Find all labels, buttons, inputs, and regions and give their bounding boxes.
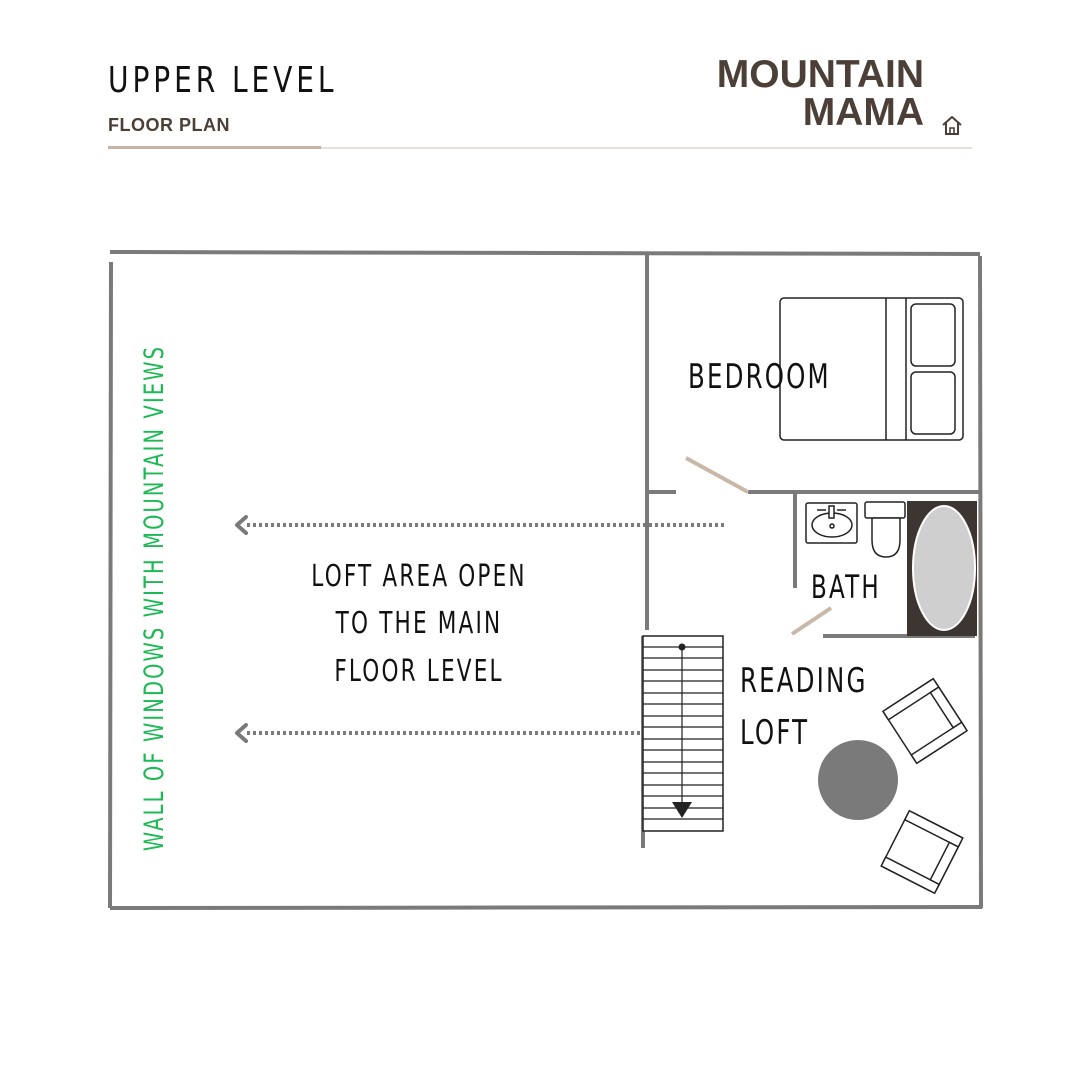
arrow-left-icon bbox=[235, 723, 248, 743]
pillow bbox=[910, 303, 956, 367]
open-loft-note-line-1: LOFT AREA OPEN bbox=[311, 560, 526, 594]
open-loft-arrow bbox=[235, 723, 640, 743]
sink bbox=[805, 502, 858, 544]
bed bbox=[779, 297, 964, 441]
header-divider bbox=[108, 147, 972, 149]
brand-line-2: MAMA bbox=[802, 91, 924, 134]
stair-down-arrow-icon bbox=[672, 802, 692, 818]
bedroom-door bbox=[685, 456, 749, 494]
doors bbox=[685, 456, 833, 636]
open-loft-note-line-3: FLOOR LEVEL bbox=[334, 655, 503, 689]
bath-door bbox=[790, 606, 833, 636]
round-table bbox=[818, 740, 898, 820]
brand-logo: MOUNTAIN MAMA bbox=[716, 53, 924, 134]
bathtub bbox=[907, 501, 977, 636]
toilet bbox=[864, 501, 906, 558]
staircase bbox=[642, 635, 724, 832]
window-wall-label: WALL OF WINDOWS WITH MOUNTAIN VIEWS bbox=[138, 345, 170, 851]
armchair bbox=[880, 809, 964, 895]
open-loft-note: LOFT AREA OPEN TO THE MAIN FLOOR LEVEL bbox=[311, 560, 526, 689]
stair-start-dot bbox=[678, 643, 686, 651]
arrow-left-icon bbox=[235, 515, 248, 535]
header-divider-accent bbox=[108, 146, 321, 149]
home-icon bbox=[942, 116, 962, 135]
page-subtitle: FLOOR PLAN bbox=[108, 115, 230, 135]
armchair bbox=[881, 677, 969, 765]
open-loft-arrow bbox=[235, 515, 724, 535]
outer-walls bbox=[108, 250, 983, 910]
open-loft-note-line-2: TO THE MAIN bbox=[335, 607, 502, 641]
bedroom-label: BEDROOM bbox=[688, 357, 831, 396]
reading-loft-label-line-2: LOFT bbox=[740, 713, 809, 752]
brand-line-1: MOUNTAIN bbox=[716, 53, 924, 96]
pillow bbox=[910, 371, 956, 435]
reading-loft-label-line-1: READING bbox=[740, 661, 868, 700]
bath-label: BATH bbox=[811, 568, 881, 606]
page-title: UPPER LEVEL bbox=[108, 60, 338, 101]
